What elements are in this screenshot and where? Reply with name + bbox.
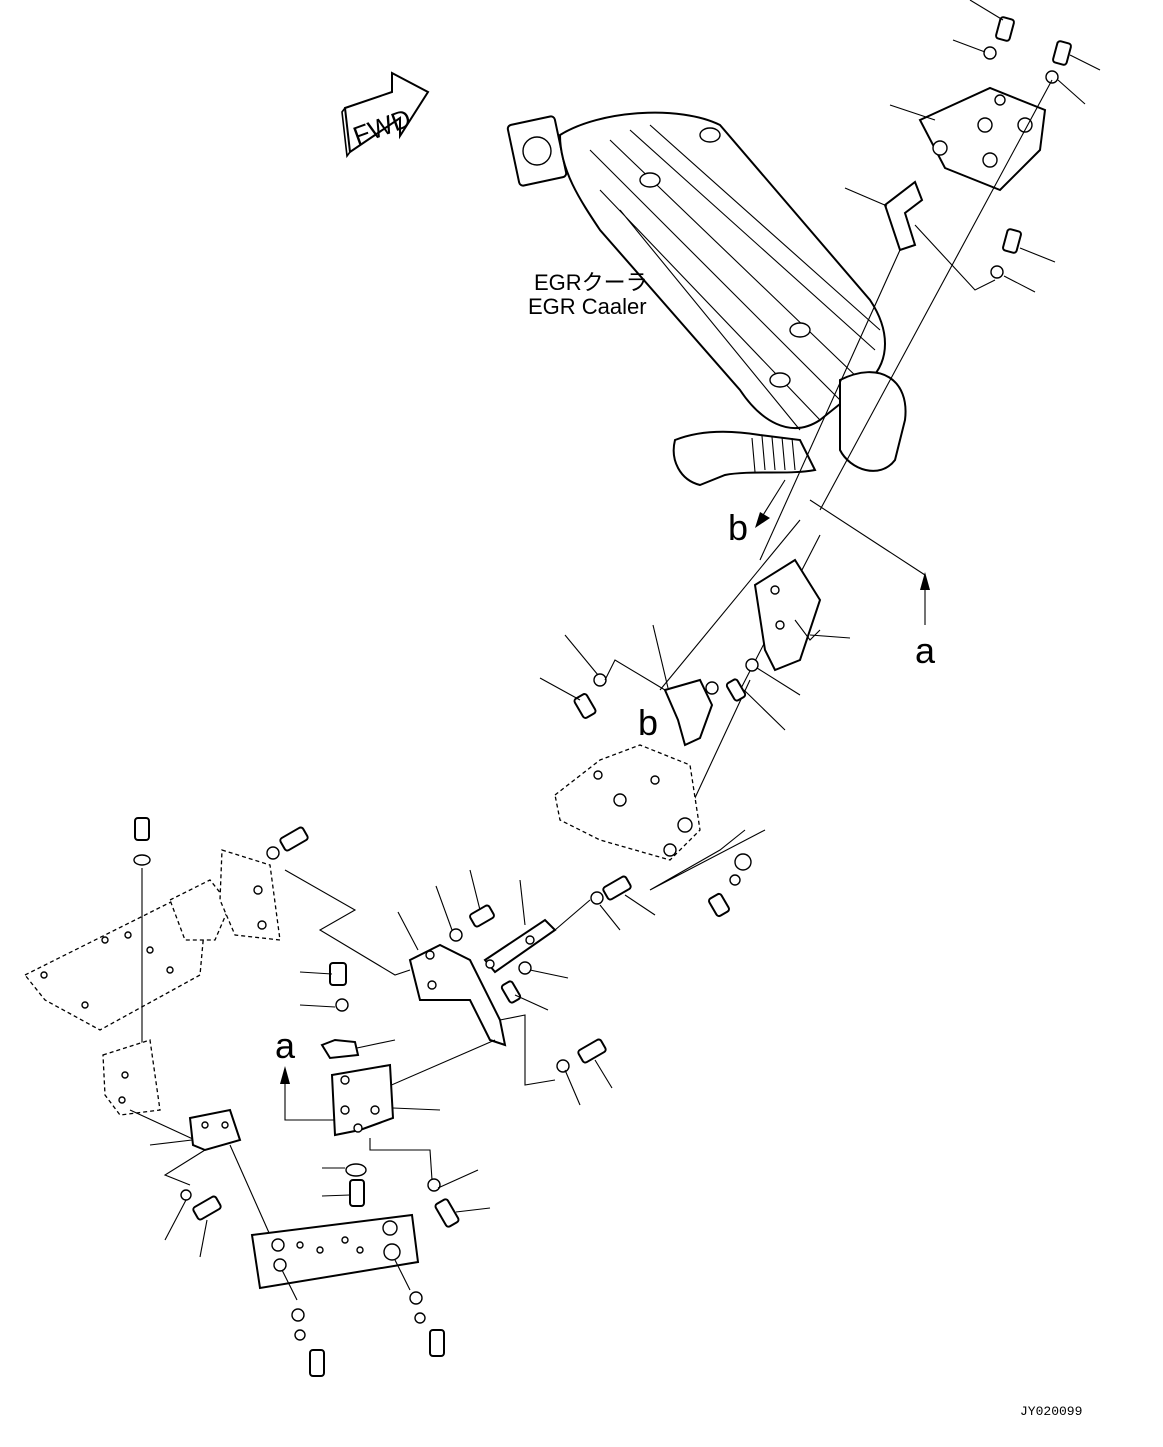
mid-bracket-b: b: [539, 624, 719, 796]
top-bolts: [983, 16, 1072, 279]
central-plate: [554, 744, 701, 861]
egr-cooler: EGRクーラ EGR Caaler: [506, 111, 907, 487]
view-marker-a-bottom: a: [275, 1025, 296, 1066]
egr-cooler-label-jp: EGRクーラ: [534, 270, 648, 295]
top-bracket: [883, 180, 924, 252]
drawing-number: JY020099: [1020, 1404, 1082, 1419]
mid-bracket-a: [725, 558, 851, 731]
view-b-arrow-top: b: [728, 479, 786, 548]
mid-link-bracket: [435, 869, 656, 1011]
view-marker-b-top: b: [728, 507, 748, 548]
lower-main-bracket: [379, 911, 613, 1106]
fwd-arrow: FWD: [341, 71, 430, 159]
leader-lines-top: [844, 0, 1101, 293]
ghost-plate-left: [23, 817, 411, 1258]
view-marker-a-top: a: [915, 630, 936, 671]
alignment-lines: [659, 79, 1053, 831]
nuts-cluster-right: [649, 829, 766, 918]
bottom-bracket-a: a: [275, 962, 491, 1228]
top-mounting-plate: [918, 86, 1047, 192]
egr-cooler-label-en: EGR Caaler: [528, 294, 647, 319]
view-marker-b-mid: b: [638, 702, 658, 743]
view-a-arrow-top: a: [915, 572, 936, 671]
bottom-plate: [250, 1213, 445, 1377]
